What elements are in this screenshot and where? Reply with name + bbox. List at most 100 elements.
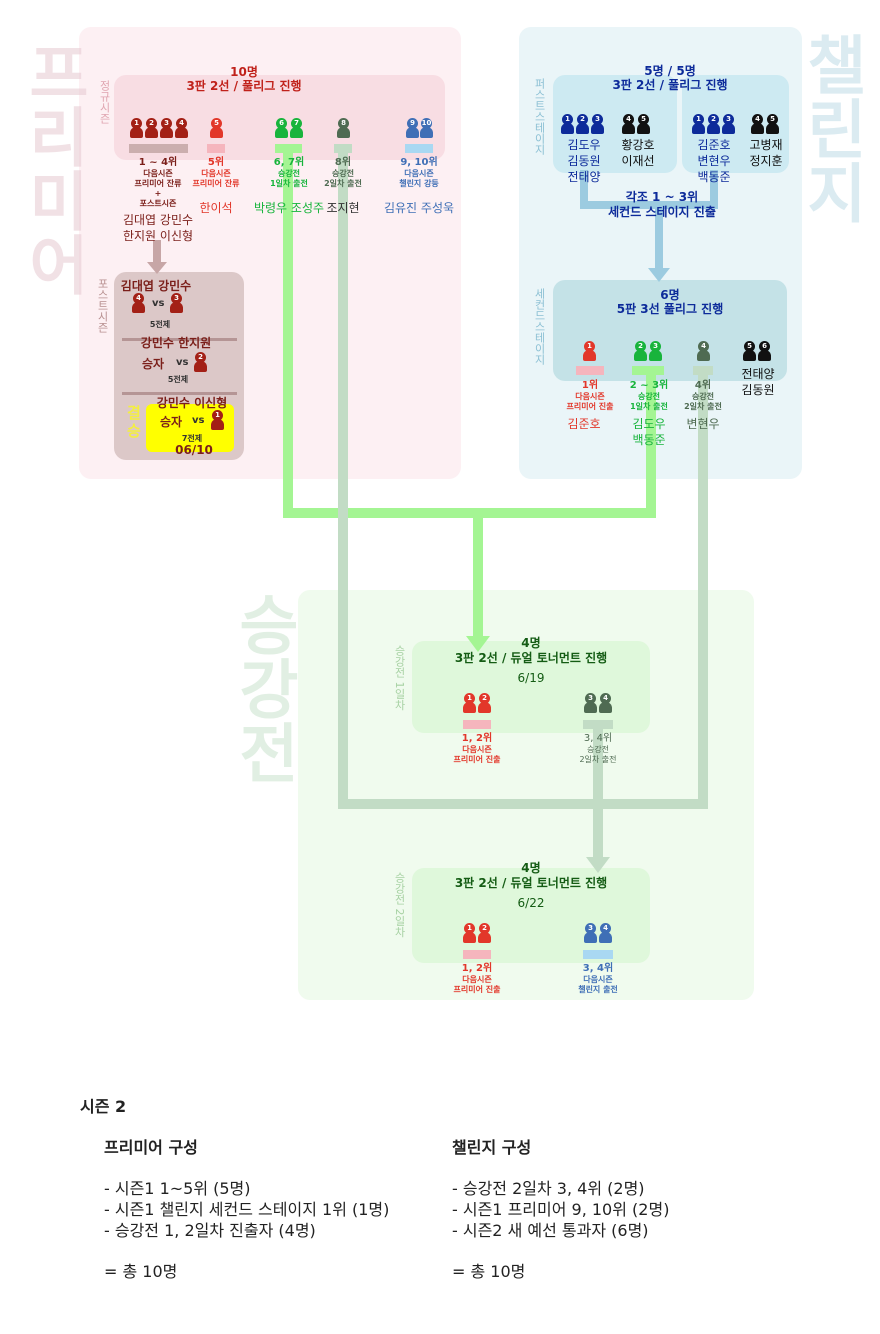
pawn-d2-4: 4 (599, 923, 612, 943)
ps-match1-right-pawn: 3 (170, 293, 183, 313)
premier-total: = 총 10명 (104, 1262, 178, 1281)
pawn-cb2: 2 (707, 114, 720, 134)
pawn-ca4: 4 (622, 114, 635, 134)
pawn-ca2: 2 (576, 114, 589, 134)
ps-match3-left: 승자 (160, 415, 183, 429)
pawn-ca3: 3 (591, 114, 604, 134)
day1-count: 4명 (521, 636, 541, 650)
premier-item-2: - 시즌1 챌린지 세컨드 스테이지 1위 (1명) (104, 1200, 390, 1219)
premier-composition-title: 프리미어 구성 (104, 1138, 198, 1157)
pawn-ss3: 3 (649, 341, 662, 361)
flow-blue-horizontal (580, 201, 718, 209)
bar-premier-910 (405, 144, 433, 153)
pawn-p7: 7 (290, 118, 303, 138)
flow-blue-down (655, 201, 663, 271)
bar-day2-12 (463, 950, 491, 959)
ss-23-caption: 2 ~ 3위 승강전 1일차 출전 (629, 380, 669, 411)
pawn-cb3: 3 (722, 114, 735, 134)
bar-premier-8 (334, 144, 352, 153)
ps-match1-vs: vs (152, 298, 165, 309)
flow-green-horizontal (283, 508, 656, 518)
pawn-ca1: 1 (561, 114, 574, 134)
postseason-label: 포스트시즌 (96, 278, 109, 333)
promotion-day1-label: 승강전 1일차 (393, 645, 406, 711)
first-stage-label: 퍼스트스테이지 (533, 78, 546, 155)
second-stage-format: 5판 3선 풀리그 진행 (616, 302, 724, 316)
premier-header-count: 10명 (230, 65, 258, 79)
flow-blue-arrow (648, 268, 670, 282)
ss-1-caption: 1위 다음시즌 프리미어 진출 (566, 380, 614, 411)
ss-23-names: 김도우 백동준 (632, 417, 666, 447)
group-a-names-blue: 김도우 김동원 전태양 (567, 138, 601, 184)
day2-right-caption: 3, 4위 다음시즌 챌린지 출전 (578, 963, 618, 994)
flow-postseason-arrow (147, 262, 167, 274)
premier-8-name: 조지현 (326, 201, 360, 215)
day2-date: 6/22 (517, 896, 545, 910)
pawn-p3: 3 (160, 118, 173, 138)
first-stage-group-a (553, 75, 677, 173)
premier-910-names: 김유진 주성욱 (383, 201, 455, 215)
pawn-p8: 8 (337, 118, 350, 138)
ss-1-name: 김준호 (567, 417, 601, 431)
bar-ss-23 (632, 366, 664, 375)
bar-premier-67 (275, 144, 302, 153)
pawn-ss5: 5 (743, 341, 756, 361)
flow-green-to-day1 (473, 508, 483, 640)
pawn-d1-1: 1 (463, 693, 476, 713)
bar-ss-4 (693, 366, 713, 375)
premier-910-caption: 9, 10위 다음시즌 챌린지 강등 (399, 157, 439, 188)
pawn-p5: 5 (210, 118, 223, 138)
day1-left-caption: 1, 2위 다음시즌 프리미어 진출 (453, 733, 501, 764)
second-stage-box (553, 280, 787, 381)
bar-day1-34 (583, 720, 613, 729)
season-title: 시즌 2 (80, 1097, 127, 1116)
pawn-cb1: 1 (692, 114, 705, 134)
pawn-ca5: 5 (637, 114, 650, 134)
challenger-item-3: - 시즌2 새 예선 통과자 (6명) (452, 1221, 649, 1240)
premier-top4-names: 김대엽 강민수 한지원 이신형 (122, 213, 194, 243)
pawn-d2-1: 1 (463, 923, 476, 943)
premier-top4-caption: 1 ~ 4위 다음시즌 프리미어 잔류 + 포스트시즌 (134, 157, 182, 208)
bar-day2-34 (583, 950, 613, 959)
pawn-p10: 10 (420, 118, 433, 138)
ps-match1-left-pawn: 4 (132, 293, 145, 313)
premier-watermark: 프리미어 (16, 40, 90, 296)
ps-match3-names: 강민수 이신형 (156, 396, 228, 410)
flow-blue-group-b (710, 170, 718, 208)
premier-5-caption: 5위 다음시즌 프리미어 잔류 (192, 157, 240, 188)
pawn-p2: 2 (145, 118, 158, 138)
flow-gray-arrow (586, 857, 610, 873)
bar-day1-12 (463, 720, 491, 729)
pawn-cb5: 5 (766, 114, 779, 134)
bar-ss-1 (576, 366, 604, 375)
pawn-p4: 4 (175, 118, 188, 138)
ps-final-date: 06/10 (175, 443, 213, 457)
promotion-day2-label: 승강전 2일차 (393, 872, 406, 938)
flow-blue-group-a (580, 170, 588, 208)
premier-item-1: - 시즌1 1~5위 (5명) (104, 1179, 251, 1198)
ps-match2-right-pawn: 2 (194, 352, 207, 372)
promotion-watermark: 승강전 (226, 592, 300, 784)
challenger-header-format: 3판 2선 / 풀리그 진행 (612, 78, 728, 92)
flow-gray-horizontal (338, 799, 708, 809)
ps-match3-games: 7전제 (181, 434, 203, 443)
day1-date: 6/19 (517, 671, 545, 685)
pawn-d2-3: 3 (584, 923, 597, 943)
flow-gray-challenger-down (698, 374, 708, 809)
pawn-p9: 9 (406, 118, 419, 138)
premier-item-3: - 승강전 1, 2일차 진출자 (4명) (104, 1221, 316, 1240)
challenger-composition-title: 챌린지 구성 (452, 1138, 532, 1157)
ps-match1-games: 5전제 (149, 320, 171, 329)
ps-match2-names: 강민수 한지원 (140, 336, 212, 350)
day2-left-caption: 1, 2위 다음시즌 프리미어 진출 (453, 963, 501, 994)
flow-green-premier-down (283, 147, 293, 517)
pawn-p6: 6 (275, 118, 288, 138)
ps-divider-1 (122, 338, 237, 341)
bar-premier-5 (207, 144, 225, 153)
ss-4-caption: 4위 승강전 2일차 출전 (684, 380, 722, 411)
pawn-cb4: 4 (751, 114, 764, 134)
pawn-ss2: 2 (634, 341, 647, 361)
group-a-names-black: 황강호 이재선 (621, 138, 655, 168)
challenger-item-1: - 승강전 2일차 3, 4위 (2명) (452, 1179, 645, 1198)
second-stage-label: 세컨드스테이지 (533, 288, 546, 365)
